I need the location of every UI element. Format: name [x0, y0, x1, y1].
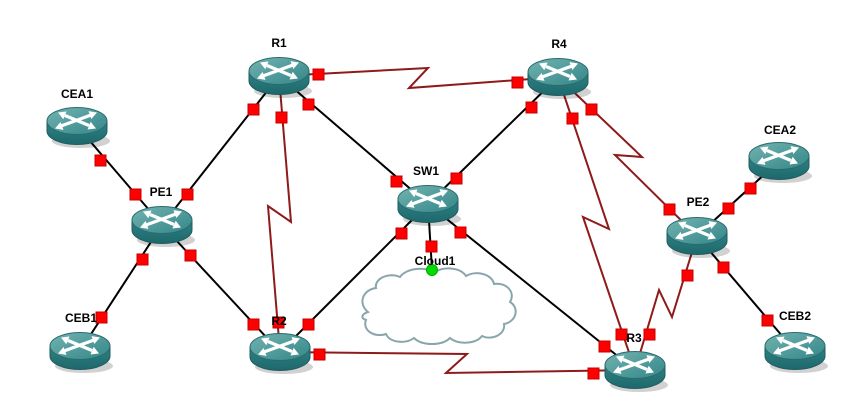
node-label-pe2: PE2 — [686, 195, 710, 209]
interface-marker — [275, 111, 288, 124]
interface-marker — [598, 340, 611, 353]
node-label-ceb2: CEB2 — [778, 309, 812, 323]
link-r1-r2-serial[interactable] — [266, 75, 293, 353]
router-ceb2[interactable] — [763, 330, 830, 375]
node-label-r1: R1 — [271, 36, 287, 50]
interface-marker — [312, 68, 325, 81]
node-label-r3: R3 — [626, 331, 642, 345]
link-r4-sw1[interactable] — [427, 76, 559, 205]
interface-marker — [454, 226, 467, 239]
interface-marker — [566, 112, 579, 125]
link-r4-r3-serial[interactable] — [557, 76, 636, 371]
interface-marker — [525, 101, 538, 114]
node-label-cloud1: Cloud1 — [414, 254, 456, 268]
interface-marker — [615, 328, 628, 341]
interface-marker — [94, 154, 107, 167]
interface-marker — [129, 188, 142, 201]
interface-marker — [744, 182, 757, 195]
link-r1-sw1[interactable] — [278, 75, 429, 205]
interface-marker — [247, 103, 260, 116]
interface-marker — [681, 269, 694, 282]
interface-marker — [395, 227, 408, 240]
interface-marker — [722, 202, 735, 215]
link-pe1-r2[interactable] — [161, 224, 281, 353]
node-label-cea2: CEA2 — [763, 123, 797, 137]
link-pe1-ceb1[interactable] — [79, 224, 163, 352]
interface-marker — [302, 318, 315, 331]
interface-marker — [247, 318, 260, 331]
router-r1[interactable] — [247, 55, 314, 100]
router-sw1[interactable] — [396, 183, 463, 228]
interface-marker — [511, 76, 524, 89]
interface-marker — [585, 103, 598, 116]
interface-marker — [663, 203, 676, 216]
interface-marker — [587, 367, 600, 380]
cloud-endpoint-dot — [426, 264, 438, 276]
router-pe1[interactable] — [130, 204, 197, 249]
interface-marker — [136, 253, 149, 266]
link-r4-pe2-serial[interactable] — [557, 76, 698, 237]
interface-marker — [717, 261, 730, 274]
interface-marker — [184, 249, 197, 262]
node-label-pe1: PE1 — [149, 185, 173, 199]
interface-marker — [95, 311, 108, 324]
node-label-r4: R4 — [551, 37, 567, 51]
interface-marker — [425, 240, 438, 253]
interface-marker — [390, 175, 403, 188]
router-r4[interactable] — [526, 56, 593, 101]
router-cea1[interactable] — [45, 105, 112, 150]
router-pe2[interactable] — [665, 215, 732, 260]
cloud-node[interactable] — [361, 267, 517, 345]
interface-marker — [761, 314, 774, 327]
node-label-r2: R2 — [271, 314, 287, 328]
node-label-ceb1: CEB1 — [64, 311, 98, 325]
link-r1-pe1[interactable] — [161, 75, 280, 226]
interface-marker — [181, 188, 194, 201]
router-ceb1[interactable] — [48, 330, 115, 375]
interface-marker — [302, 98, 315, 111]
router-cea2[interactable] — [747, 140, 814, 185]
router-r3[interactable] — [603, 349, 670, 394]
link-r1-r4-serial[interactable] — [278, 66, 559, 90]
link-r2-r3-serial[interactable] — [279, 351, 636, 375]
node-label-cea1: CEA1 — [60, 87, 94, 101]
node-label-sw1: SW1 — [412, 164, 440, 178]
interface-marker — [643, 328, 656, 341]
interface-marker — [450, 172, 463, 185]
interface-marker — [313, 348, 326, 361]
interface-marker — [272, 316, 285, 329]
router-r2[interactable] — [248, 331, 315, 376]
